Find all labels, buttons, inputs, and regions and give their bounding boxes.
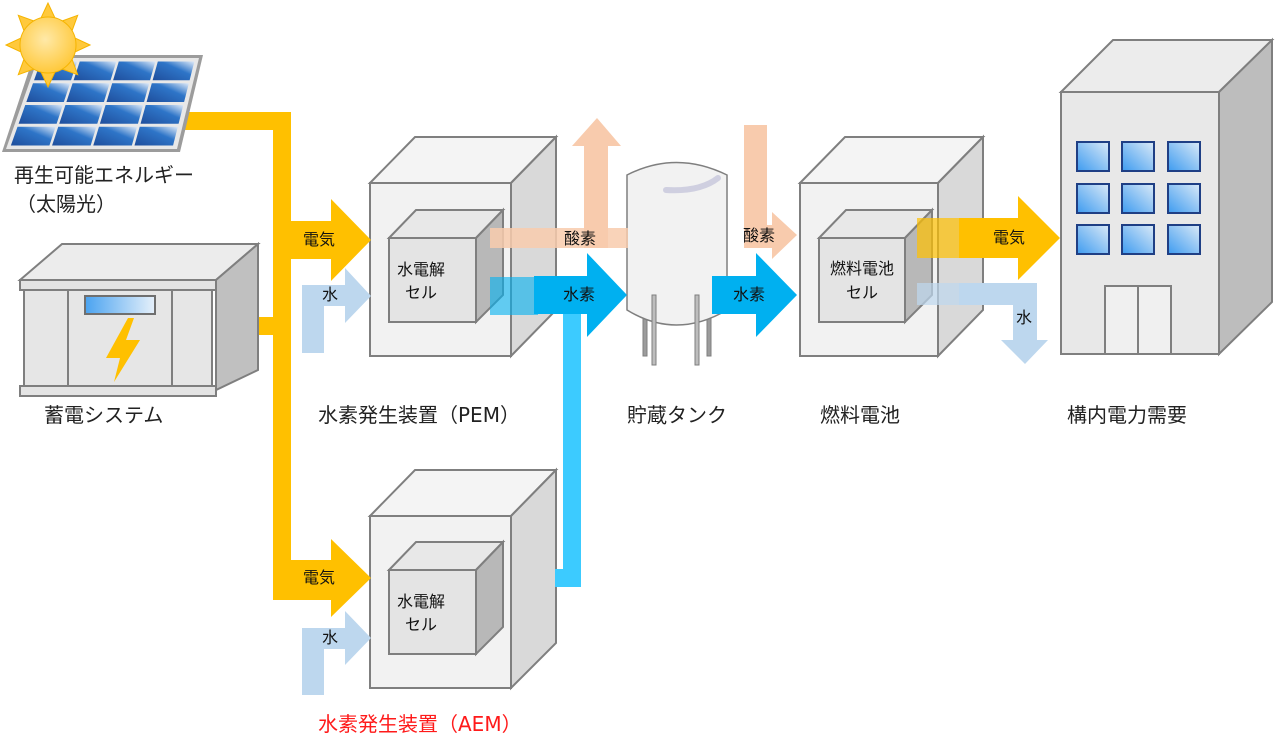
fc-electricity-arrow xyxy=(959,196,1060,280)
solar-cell xyxy=(26,83,71,102)
building-window xyxy=(1167,141,1201,172)
fc-electricity-band xyxy=(917,218,962,258)
pem-oxygen-up-arrow xyxy=(572,118,621,248)
building-window xyxy=(1076,224,1110,255)
fuel-cell-caption: 燃料電池 xyxy=(820,403,900,427)
solar-caption-sub: （太陽光） xyxy=(16,192,116,216)
building-window xyxy=(1167,224,1201,255)
building-window xyxy=(1121,183,1155,214)
pem-caption: 水素発生装置（PEM） xyxy=(318,403,520,427)
aem-hydrogen-pipe xyxy=(555,314,581,587)
aem-water-arrow xyxy=(302,611,371,695)
tank-hydrogen-label: 水素 xyxy=(733,285,766,304)
solar-cell xyxy=(52,126,97,146)
battery-caption: 蓄電システム xyxy=(44,403,164,427)
building-window xyxy=(1076,183,1110,214)
storage-tank-icon xyxy=(626,161,728,366)
pem-hydrogen-label: 水素 xyxy=(563,285,596,304)
solar-cell xyxy=(66,83,110,102)
tank-caption: 貯蔵タンク xyxy=(627,403,727,427)
pem-cell-label-1: 水電解 xyxy=(396,260,445,279)
fc-water-label: 水 xyxy=(1016,308,1033,327)
solar-cell xyxy=(10,126,56,146)
pem-cell-label-2: セル xyxy=(404,283,437,302)
fc-cell-label-2: セル xyxy=(845,283,878,302)
battery-storage-icon xyxy=(17,241,261,397)
sun-disc xyxy=(19,16,77,74)
solar-panel-icon xyxy=(2,55,203,152)
fc-water-band xyxy=(917,283,962,305)
solar-cell xyxy=(93,126,138,146)
building-icon xyxy=(1058,37,1275,357)
fc-oxygen-label: 酸素 xyxy=(743,226,776,245)
solar-cell xyxy=(152,61,195,81)
building-window xyxy=(1167,183,1201,214)
aem-cell-label-1: 水電解 xyxy=(396,592,445,611)
fc-cell-label-1: 燃料電池 xyxy=(829,259,894,278)
solar-cell xyxy=(73,61,117,81)
building-window xyxy=(1121,224,1155,255)
solar-cell xyxy=(18,105,63,124)
building-window xyxy=(1076,141,1110,172)
aem-electricity-arrow xyxy=(273,539,371,617)
pem-water-arrow xyxy=(302,268,371,353)
tank-hydrogen-arrow xyxy=(712,253,797,337)
aem-generator-box xyxy=(367,467,559,691)
solar-cell xyxy=(134,126,178,146)
pem-oxygen-label: 酸素 xyxy=(564,229,597,248)
solar-cell xyxy=(106,83,150,102)
building-caption: 構内電力需要 xyxy=(1067,403,1187,427)
pem-electricity-arrow xyxy=(291,199,371,281)
solar-cell xyxy=(59,105,104,124)
aem-cell-label-2: セル xyxy=(404,615,437,634)
pem-water-label: 水 xyxy=(322,285,339,304)
solar-caption: 再生可能エネルギー xyxy=(14,163,194,187)
pem-hydrogen-band xyxy=(490,277,538,315)
solar-cell xyxy=(99,105,144,124)
aem-water-label: 水 xyxy=(322,628,339,647)
fc-oxygen-arrow xyxy=(744,125,797,259)
fc-electricity-label: 電気 xyxy=(993,228,1026,247)
pem-hydrogen-arrow xyxy=(534,253,627,337)
lightning-icon xyxy=(106,318,140,382)
solar-cell xyxy=(146,83,189,102)
aem-electricity-label: 電気 xyxy=(303,568,336,587)
building-window xyxy=(1121,141,1155,172)
solar-cell xyxy=(140,105,184,124)
aem-caption: 水素発生装置（AEM） xyxy=(318,712,522,736)
solar-cell xyxy=(113,61,156,81)
fc-water-arrow xyxy=(959,283,1048,364)
pem-electricity-label: 電気 xyxy=(303,230,336,249)
sun-icon xyxy=(4,1,92,89)
